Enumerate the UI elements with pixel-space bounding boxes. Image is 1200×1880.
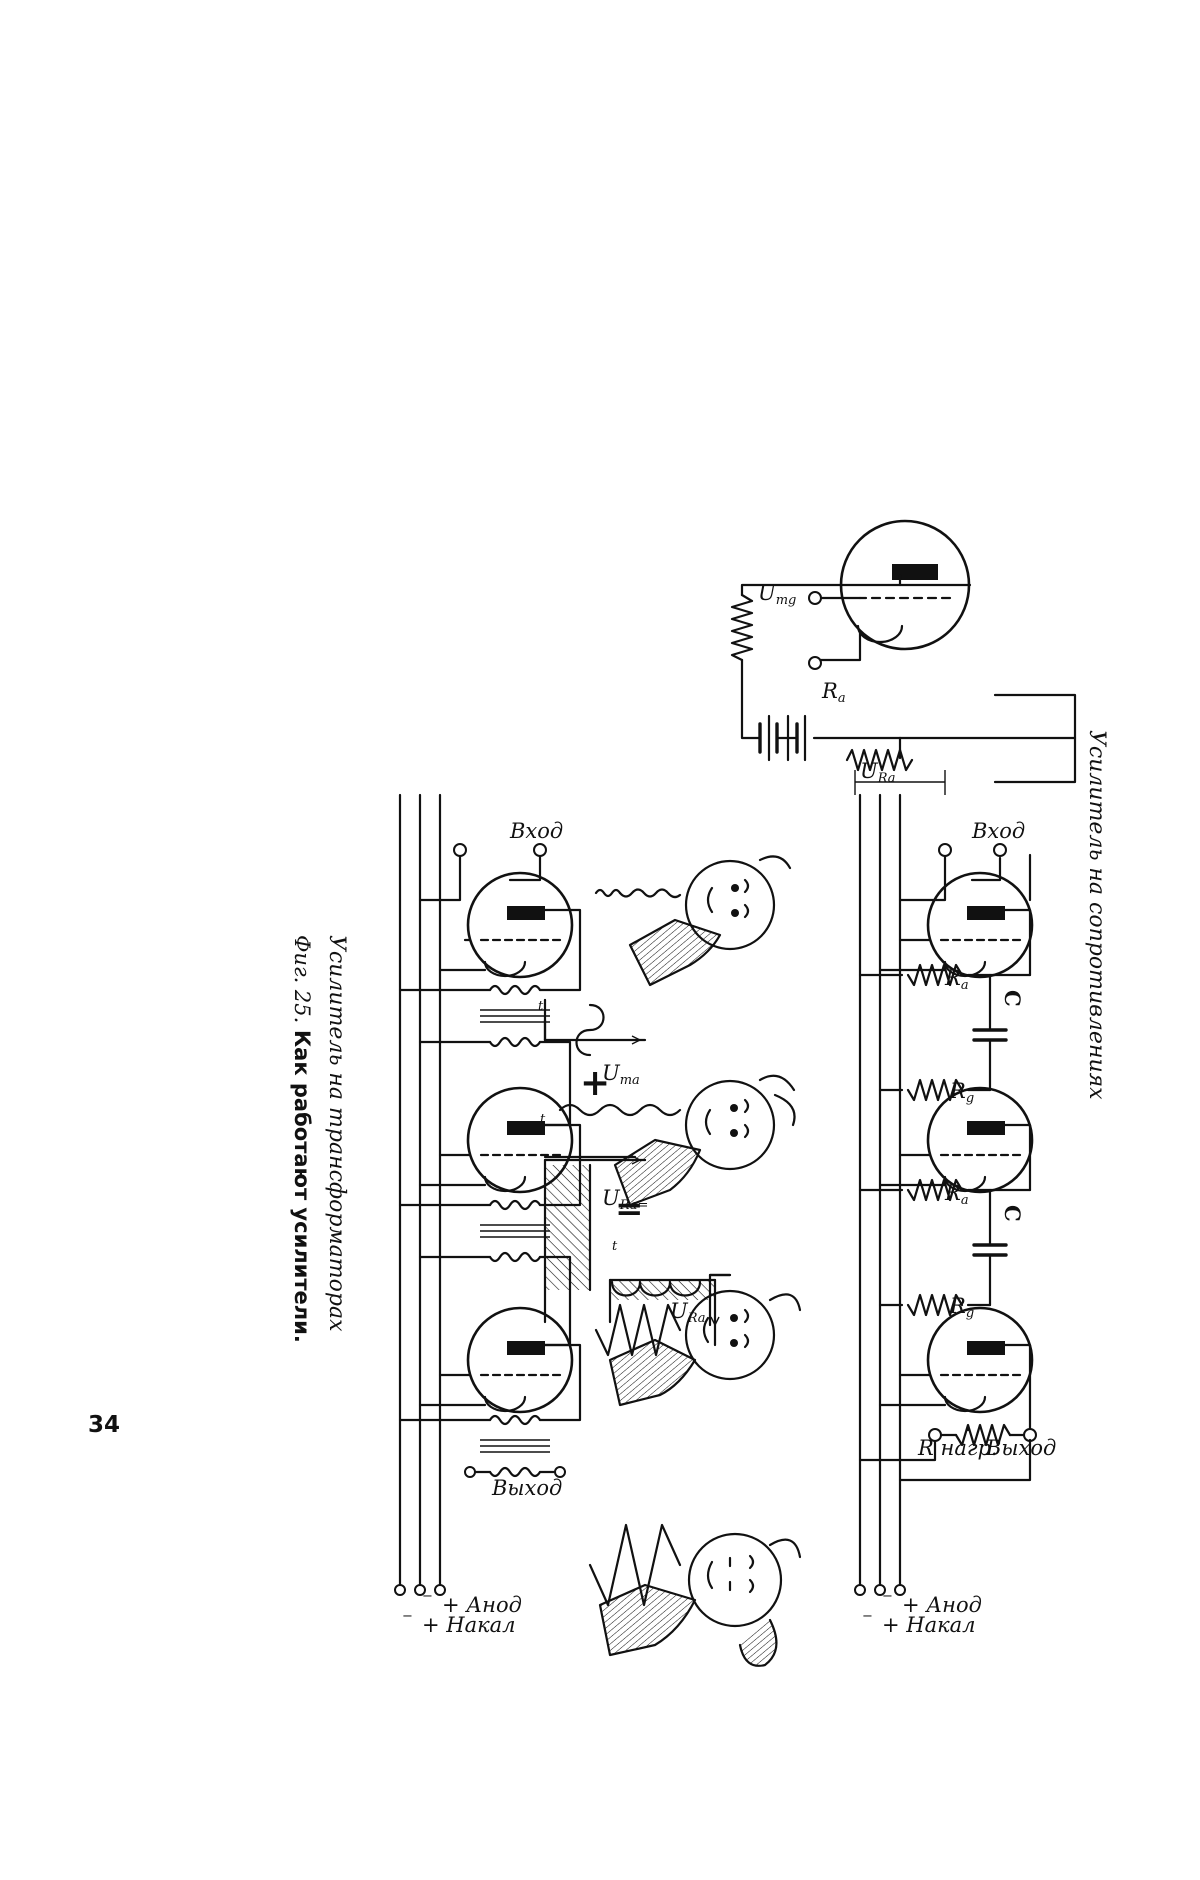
resistance-amp-supply-terminals: + Анод − + Накал − [854, 1584, 982, 1637]
resistance-amp-stage-3: Выход R нагр. [858, 1306, 1056, 1482]
resistance-amp-tube-1 [926, 871, 1034, 979]
transformer-amp-tube-1 [466, 871, 574, 979]
children-illustration [558, 855, 802, 1667]
svg-text:R нагр.: R нагр. [917, 1436, 998, 1460]
resistance-amp-stage-1: Вход Ra C Rg [858, 819, 1034, 1106]
resistance-amp-tube-2 [926, 1086, 1034, 1194]
svg-text:t: t [540, 1112, 546, 1127]
svg-text:Ra: Ra [944, 1181, 969, 1208]
graph-plus-sign: + [580, 1062, 610, 1104]
svg-text:+ Анод: + Анод [902, 1593, 982, 1617]
transformer-amp-tube-2 [466, 1086, 574, 1194]
child-1 [594, 855, 792, 987]
transformer-amp-stage-2 [418, 1086, 582, 1207]
single-stage-anode-plate [892, 564, 938, 580]
transformer-amplifier: Вход [324, 793, 582, 1637]
resistance-amp-capacitor-2: C [972, 1188, 1025, 1307]
single-stage-ra-resistor [845, 748, 914, 772]
page-number: 34 [88, 1412, 121, 1438]
resistance-amp-stage-2: Ra C Rg [858, 1086, 1034, 1321]
graph-dc-voltage: URa= t [540, 1112, 648, 1324]
resistance-amp-tube-3 [926, 1306, 1034, 1414]
child-2 [558, 1074, 796, 1207]
transformer-amplifier-title: Усилитель на трансформаторах [324, 935, 349, 1332]
svg-text:Rg: Rg [949, 1079, 974, 1106]
svg-text:−: − [862, 1609, 873, 1624]
figure-caption: Фиг. 25. Как работают усилители. [290, 935, 314, 1343]
svg-text:−: − [402, 1609, 413, 1624]
svg-text:URa: URa [860, 759, 896, 786]
svg-text:Выход: Выход [985, 1436, 1056, 1460]
single-stage-battery-symbol [758, 714, 807, 762]
graph-ac-voltage: Uma t [538, 998, 647, 1088]
svg-text:+ Накал: + Накал [422, 1613, 516, 1637]
svg-text:Umg: Umg [758, 581, 796, 608]
svg-text:−: − [882, 1589, 893, 1604]
transformer-amp-tube-3 [466, 1306, 574, 1414]
child-4 [588, 1523, 802, 1667]
single-stage-tube [839, 519, 971, 651]
svg-text:+ Накал: + Накал [882, 1613, 976, 1637]
resistance-amplifier-title: Усилитель на сопротивлениях [1084, 730, 1109, 1100]
svg-text:Вход: Вход [509, 819, 563, 843]
svg-text:C: C [1000, 990, 1025, 1007]
svg-text:Выход: Выход [491, 1476, 562, 1500]
svg-text:−: − [422, 1589, 433, 1604]
single-stage-circuit: Umg Ra URa [730, 519, 1077, 795]
voltage-graphs: URa t = URa= t + Uma t [538, 998, 732, 1347]
transformer-amp-transformer-2 [398, 1199, 572, 1347]
transformer-amp-supply-terminals: + Анод − + Накал − [394, 1584, 522, 1637]
figure-label: Фиг. 25. [290, 935, 314, 1023]
svg-text:+ Анод: + Анод [442, 1593, 522, 1617]
svg-text:Ra: Ra [944, 966, 969, 993]
svg-text:Uma: Uma [602, 1061, 640, 1088]
graph-total-voltage: URa t [608, 1239, 732, 1347]
transformer-amp-stage-3 [418, 1306, 582, 1422]
child-3 [594, 1289, 802, 1407]
svg-text:t: t [538, 999, 544, 1014]
resistance-amp-capacitor-1: C [972, 973, 1025, 1092]
svg-text:t: t [612, 1239, 618, 1254]
transformer-amp-output-transformer: Выход [398, 1414, 566, 1500]
transformer-amp-stage-1: Вход [418, 819, 582, 992]
resistance-amplifier: Усилитель на сопротивлениях Вход Ra [854, 730, 1109, 1637]
transformer-amp-rails [398, 793, 442, 1587]
svg-text:Вход: Вход [971, 819, 1025, 843]
figure-caption-text: Как работают усилители. [290, 1030, 314, 1343]
svg-text:C: C [1000, 1205, 1025, 1222]
svg-text:Ra: Ra [821, 679, 846, 706]
